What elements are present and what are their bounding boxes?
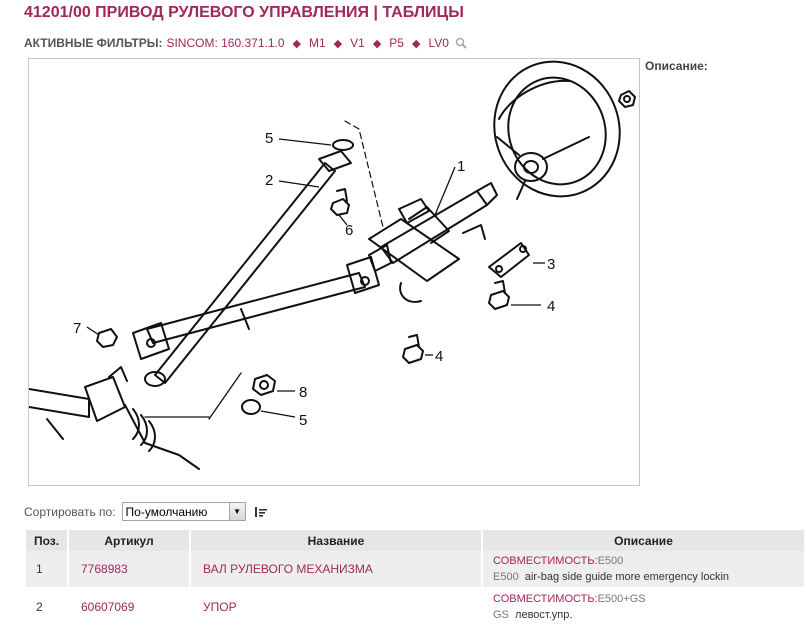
filter-p[interactable]: P5 [389,36,404,50]
callout-1[interactable]: 1 [457,158,465,175]
callout-2[interactable]: 2 [265,172,273,189]
sort-label: Сортировать по: [24,504,116,519]
compat-value: E500 [597,555,624,567]
desc-code: GS [493,609,509,621]
filter-lv[interactable]: LV0 [428,36,449,50]
sort-control: Сортировать по: По-умолчанию ▼ [24,502,268,521]
callout-3[interactable]: 3 [547,256,555,273]
col-header-pos[interactable]: Поз. [26,530,69,551]
table-row[interactable]: 2 60607069 УПОР СОВМЕСТИМОСТЬ:E500+GS GS… [26,587,806,626]
callout-5[interactable]: 5 [265,130,273,147]
desc-code: E500 [493,571,519,583]
compat-label: СОВМЕСТИМОСТЬ: [493,593,598,605]
compat-value: E500+GS [597,593,646,605]
parts-table: Поз. Артикул Название Описание 1 7768983… [26,530,806,626]
col-header-description[interactable]: Описание [482,530,806,551]
filter-separator-icon: ◆ [372,37,382,50]
filters-label: АКТИВНЫЕ ФИЛЬТРЫ: [24,36,163,50]
filter-separator-icon: ◆ [292,37,301,50]
cell-pos: 2 [26,587,69,626]
filter-separator-icon: ◆ [333,37,343,50]
steering-rack-drawing [29,366,200,470]
desc-text: левост.упр. [515,609,573,621]
intermediate-shaft-drawing [132,256,380,360]
callout-4[interactable]: 4 [435,348,443,365]
search-icon[interactable] [455,37,467,49]
filter-separator-icon: ◆ [411,37,421,50]
bolt-drawing [96,328,118,348]
compat-label: СОВМЕСТИМОСТЬ: [493,555,598,567]
support-bar-drawing [144,150,352,387]
parts-diagram[interactable]: 5 2 1 3 4 4 6 7 8 5 [28,58,640,486]
sort-selected-value: По-умолчанию [125,504,208,519]
sort-select[interactable]: По-умолчанию ▼ [121,502,246,521]
steering-wheel-drawing [493,60,621,200]
cell-description: СОВМЕСТИМОСТЬ:E500 E500 air-bag side gui… [482,551,806,587]
desc-text: air-bag side guide more emergency lockin [524,571,730,583]
table-header-row: Поз. Артикул Название Описание [26,530,806,551]
article-link[interactable]: 7768983 [81,562,128,576]
part-name-link[interactable]: УПОР [203,600,237,614]
chevron-down-icon[interactable]: ▼ [228,503,245,520]
active-filters: АКТИВНЫЕ ФИЛЬТРЫ: SINCOM: 160.371.1.0 ◆ … [24,36,467,50]
steering-column-drawing [368,182,498,303]
callout-5[interactable]: 5 [299,412,307,429]
sort-direction-icon[interactable] [254,506,268,518]
callout-7[interactable]: 7 [73,320,81,337]
col-header-name[interactable]: Название [190,530,483,551]
part-name-link[interactable]: ВАЛ РУЛЕВОГО МЕХАНИЗМА [203,562,373,576]
cell-description: СОВМЕСТИМОСТЬ:E500+GS GS левост.упр. [482,587,806,626]
bolt-drawing [330,188,350,216]
bracket-drawing [488,242,530,278]
filter-m[interactable]: M1 [308,36,326,50]
washer-drawing [332,139,354,151]
cell-pos: 1 [26,551,69,587]
nut-drawing [252,374,276,396]
filter-sincom[interactable]: SINCOM: 160.371.1.0 [166,36,285,50]
callout-8[interactable]: 8 [299,384,307,401]
page-title: 41201/00 ПРИВОД РУЛЕВОГО УПРАВЛЕНИЯ | ТА… [24,4,464,21]
nut-drawing [618,90,636,108]
description-label: Описание: [645,59,708,73]
callout-4[interactable]: 4 [547,298,555,315]
article-link[interactable]: 60607069 [81,600,135,614]
washer-drawing [241,399,261,415]
callout-6[interactable]: 6 [345,222,353,239]
col-header-article[interactable]: Артикул [68,530,191,551]
filter-v[interactable]: V1 [350,36,365,50]
steering-diagram-drawing: 5 2 1 3 4 4 6 7 8 5 [29,60,636,470]
bolt-drawing [402,280,510,364]
table-row[interactable]: 1 7768983 ВАЛ РУЛЕВОГО МЕХАНИЗМА СОВМЕСТ… [26,551,806,587]
